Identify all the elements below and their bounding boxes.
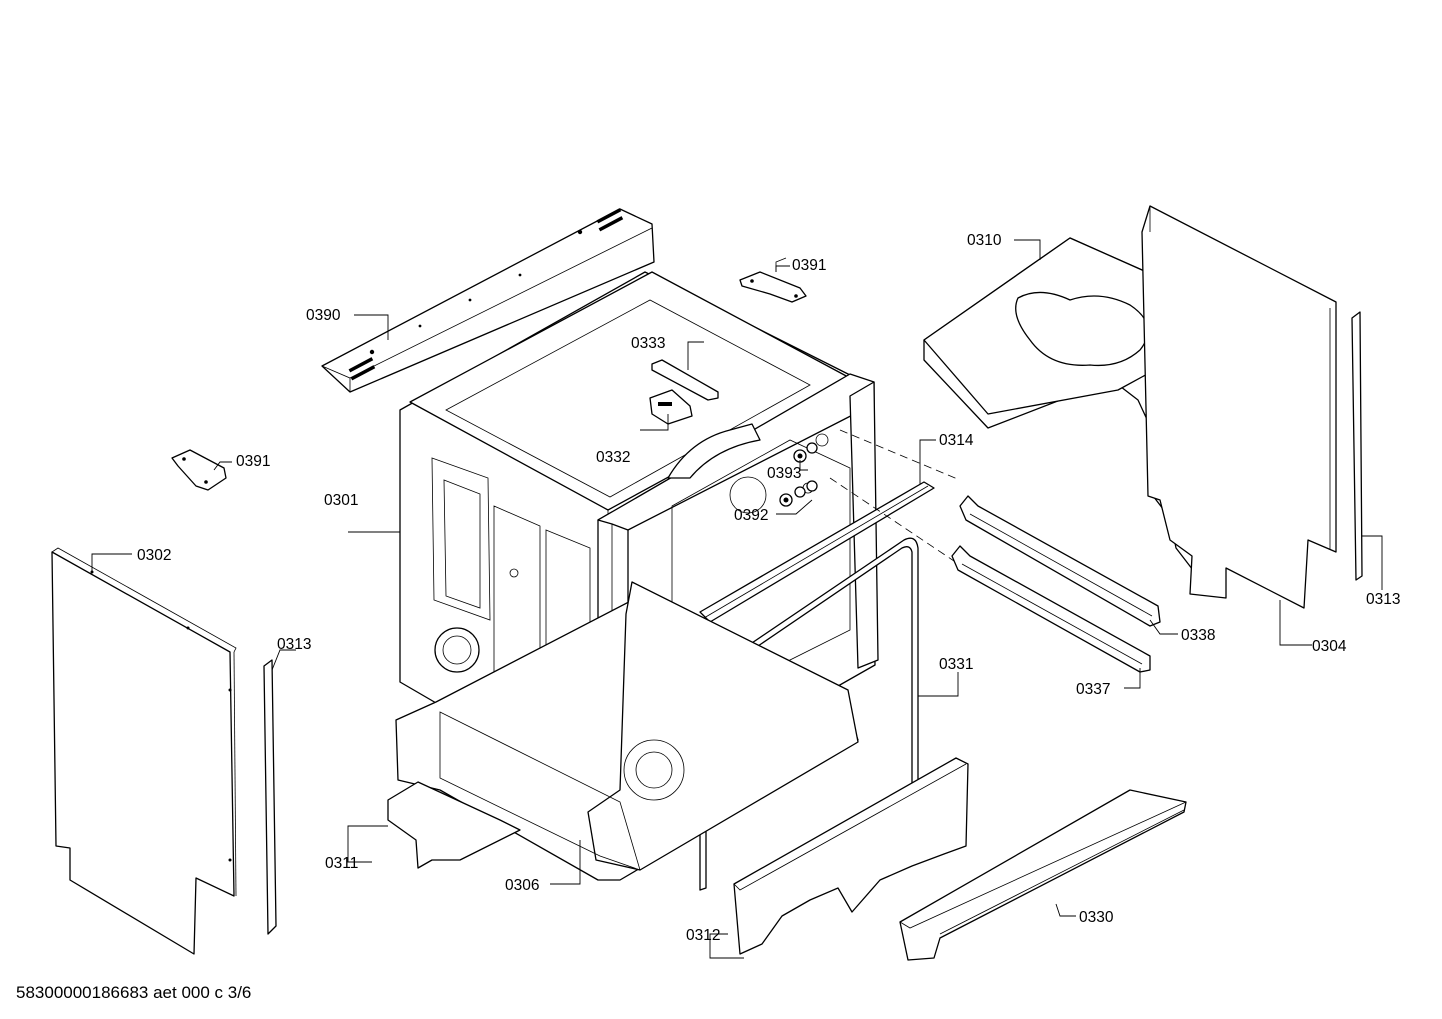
part-0330-kickplate[interactable] (899, 789, 1187, 961)
part-0302-side-panel[interactable] (51, 547, 237, 955)
label-0304: 0304 (1312, 638, 1347, 655)
part-0337-rail[interactable] (951, 545, 1151, 673)
part-0304-rear-panel[interactable] (1141, 205, 1337, 609)
part-0392-screw[interactable] (779, 480, 818, 507)
label-0313-left: 0313 (277, 636, 311, 653)
label-0313-right: 0313 (1366, 591, 1400, 608)
label-0390: 0390 (306, 307, 341, 324)
part-0391-bracket-left[interactable] (171, 449, 227, 491)
label-0311: 0311 (325, 855, 358, 872)
document-reference: 58300000186683 aet 000 c 3/6 (16, 983, 251, 1002)
part-0390-top-rail[interactable] (321, 208, 655, 393)
label-0393: 0393 (767, 465, 801, 482)
label-0310: 0310 (967, 232, 1002, 249)
label-0314: 0314 (939, 432, 974, 449)
label-0301: 0301 (324, 492, 358, 509)
label-0392: 0392 (734, 507, 768, 524)
label-0312: 0312 (686, 927, 720, 944)
part-0311-insulation-block[interactable] (387, 781, 521, 869)
label-0333: 0333 (631, 335, 665, 352)
part-0332-hinge[interactable] (649, 389, 693, 425)
part-0391-bracket-top[interactable] (739, 257, 807, 303)
label-0332: 0332 (596, 449, 630, 466)
part-0306-base-tray[interactable] (395, 581, 859, 881)
label-0306: 0306 (505, 877, 539, 894)
part-0393-screw[interactable] (793, 442, 818, 463)
part-0338-rail[interactable] (959, 495, 1161, 627)
leader-lines (91, 239, 1383, 959)
label-0331: 0331 (939, 656, 973, 673)
label-0302: 0302 (137, 547, 171, 564)
label-0338: 0338 (1181, 627, 1215, 644)
part-0313-strip-left[interactable] (263, 659, 277, 935)
part-0333-clip[interactable] (651, 359, 719, 401)
label-0391-top: 0391 (792, 257, 826, 274)
label-0391-left: 0391 (236, 453, 270, 470)
label-0330: 0330 (1079, 909, 1114, 926)
part-0312-front-insulation[interactable] (733, 757, 969, 955)
label-0337: 0337 (1076, 681, 1110, 698)
part-0313-strip-right[interactable] (1351, 311, 1363, 581)
